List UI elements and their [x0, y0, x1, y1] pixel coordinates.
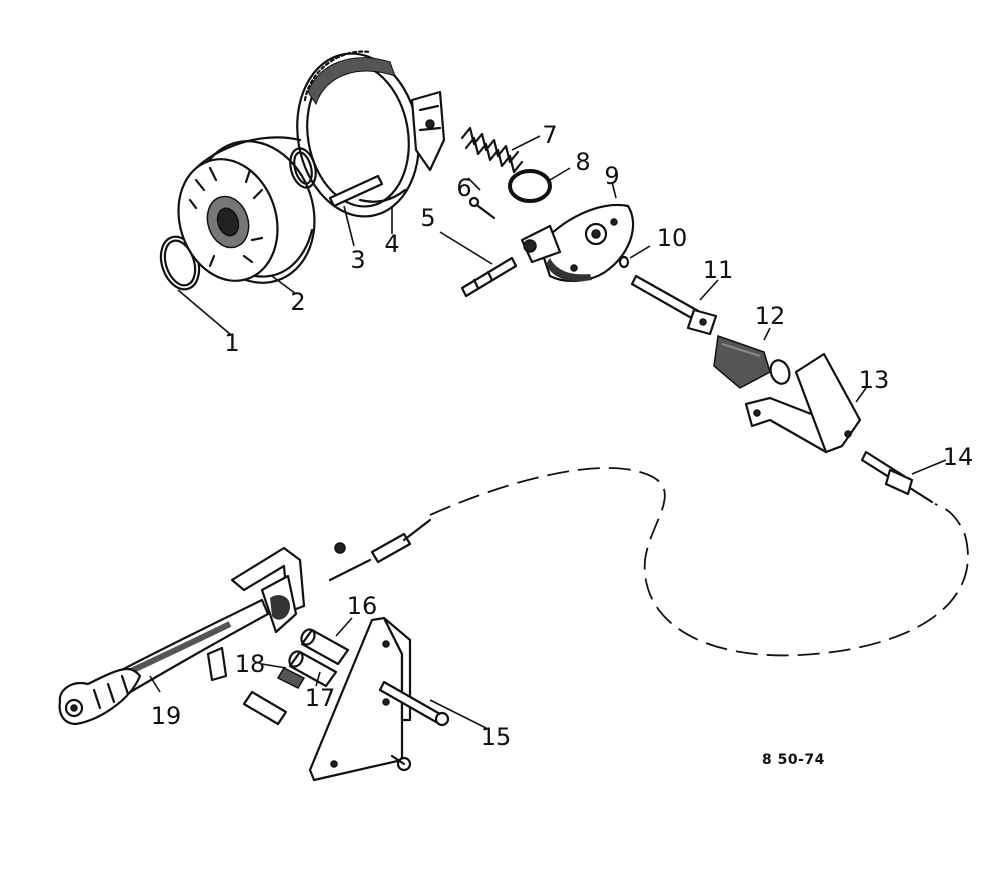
callout-9: 9	[604, 162, 620, 190]
hand-brake-lever-part-19	[58, 546, 306, 726]
sleeve-part-12	[713, 334, 791, 389]
cotter-pin-part-6	[468, 196, 496, 220]
small-o-ring-part-10	[618, 255, 630, 269]
roller-part-18	[242, 667, 306, 726]
callout-7: 7	[542, 121, 558, 149]
callout-12: 12	[754, 302, 786, 330]
shaft-part-11	[630, 274, 718, 336]
callout-5: 5	[420, 204, 436, 232]
mounting-plate-part-15	[308, 616, 450, 782]
brake-band-part-4	[296, 50, 446, 218]
callout-6: 6	[456, 174, 472, 202]
callout-13: 13	[858, 366, 890, 394]
callout-17: 17	[304, 684, 336, 712]
callout-18: 18	[234, 650, 266, 678]
callout-15: 15	[480, 723, 512, 751]
drawing-reference-code: 8 50-74	[762, 752, 825, 768]
callout-3: 3	[350, 246, 366, 274]
callout-19: 19	[150, 702, 182, 730]
cable-end-fitting-part-14	[860, 450, 934, 504]
cable-dashed-route	[429, 467, 969, 657]
callout-11: 11	[702, 256, 734, 284]
callout-4: 4	[384, 230, 400, 258]
callout-8: 8	[575, 148, 591, 176]
actuator-housing-part-9	[520, 203, 635, 282]
callout-14: 14	[942, 443, 974, 471]
pin-part-3	[328, 174, 384, 208]
spring-part-7	[460, 126, 524, 174]
roller-part-16	[300, 628, 350, 666]
o-ring-part-8	[508, 169, 552, 203]
pivot-pin-part-5	[460, 256, 518, 298]
leader-lines	[149, 135, 947, 729]
callout-10: 10	[656, 224, 688, 252]
cable-lever-end	[328, 518, 432, 582]
callout-16: 16	[346, 592, 378, 620]
callout-2: 2	[290, 288, 306, 316]
callout-1: 1	[224, 329, 240, 357]
brake-drum-part-2	[177, 136, 316, 284]
roller-part-17	[288, 650, 338, 688]
bracket-part-13	[744, 352, 862, 454]
